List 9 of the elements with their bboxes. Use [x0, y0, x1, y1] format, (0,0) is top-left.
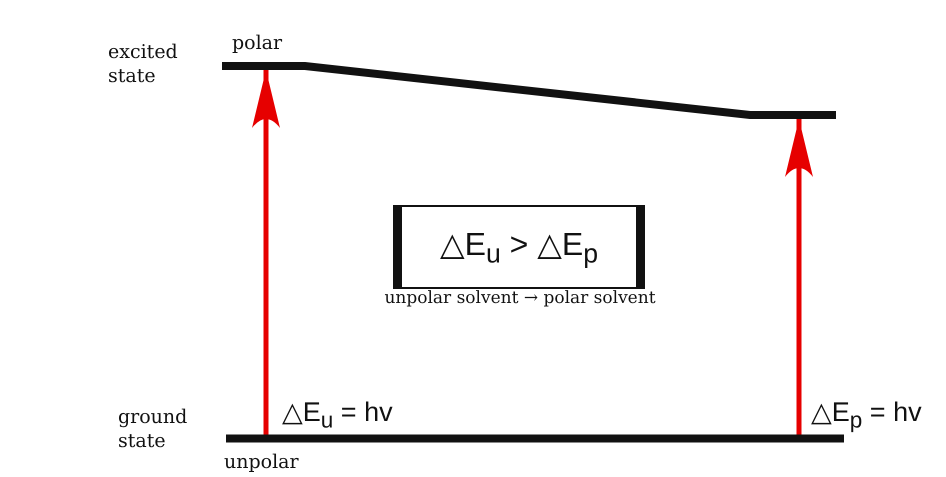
formula-box: [393, 205, 645, 289]
state-label: ground state: [118, 405, 188, 453]
polarity-label: polar: [232, 31, 284, 55]
note-text: unpolar solvent → polar solvent: [383, 287, 657, 310]
energy-inequality: △E$_{u}$ > △E$_{p}$: [440, 224, 598, 270]
polarity-label: unpolar: [224, 450, 300, 474]
energy-level-line: [222, 61, 836, 119]
energy-level-line: [226, 434, 844, 443]
state-label: excited state: [108, 40, 179, 88]
